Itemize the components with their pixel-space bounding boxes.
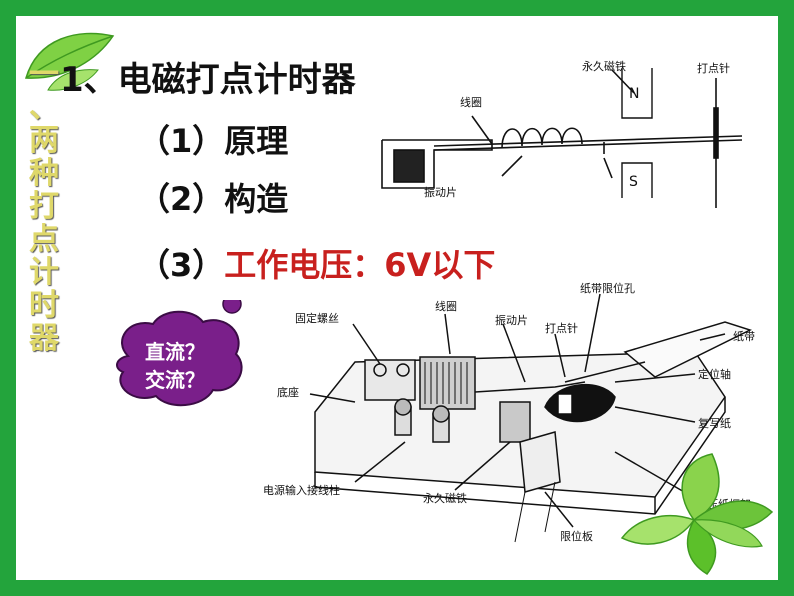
frame-top-border: [0, 0, 794, 16]
section-title-vertical: 一 、 两 种 打 点 计 时 器: [25, 58, 63, 355]
label-magnet: 永久磁铁: [582, 59, 626, 73]
frame-left-border: [0, 0, 16, 596]
leaf-decoration-bottom-icon: [620, 453, 774, 575]
item-structure: （2）构造: [138, 180, 289, 218]
item-voltage-prefix: （3）: [138, 246, 225, 284]
item-voltage-highlight: 工作电压：6V以下: [224, 246, 496, 284]
label-coil: 线圈: [435, 299, 457, 313]
coil-icon: [419, 356, 476, 410]
label-axis: 定位轴: [698, 367, 731, 381]
label-pole-n: N: [629, 86, 639, 102]
label-vibrator: 振动片: [424, 185, 457, 199]
label-tape: 纸带: [733, 330, 755, 343]
label-tape-hole: 纸带限位孔: [580, 282, 635, 295]
base-block-icon: [393, 149, 425, 183]
bubble-line-1: 直流？: [145, 340, 205, 364]
section-title-char: 点: [29, 222, 59, 257]
section-title-char: 计: [29, 255, 59, 290]
frame-bottom-border: [0, 580, 794, 596]
label-pole-s: S: [629, 174, 638, 190]
label-vibrator: 振动片: [495, 313, 528, 327]
label-screw: 固定螺丝: [295, 311, 339, 325]
item-principle: （1）原理: [138, 122, 289, 160]
heading: 1、电磁打点计时器: [60, 60, 356, 100]
label-terminals: 电源输入接线柱: [263, 483, 340, 497]
label-coil: 线圈: [460, 95, 482, 109]
bubble-line-2: 交流？: [145, 368, 205, 392]
label-carbon: 复写纸: [698, 416, 731, 430]
section-title-char: 、: [29, 90, 59, 125]
section-title-char: 两: [29, 123, 59, 158]
label-needle: 打点针: [545, 321, 578, 335]
principle-diagram: 永久磁铁 打点针 线圈 振动片 N S: [381, 59, 743, 208]
frame-right-border: [778, 0, 794, 596]
label-base: 底座: [277, 385, 299, 399]
label-limiter: 限位板: [560, 529, 593, 543]
section-title-char: 时: [29, 288, 59, 323]
label-needle: 打点针: [697, 61, 730, 75]
thought-bubble: [116, 300, 243, 407]
item-voltage: （3）工作电压：6V以下: [138, 240, 495, 286]
structure-diagram: 固定螺丝 线圈 振动片 打点针 纸带限位孔 纸带 定位轴 复写纸 底座 电源输入…: [263, 282, 755, 543]
label-magnet: 永久磁铁: [423, 491, 467, 505]
leaf-decoration-top-icon: [25, 32, 115, 91]
thought-bubble-text: 直流？ 交流？: [145, 338, 225, 394]
section-title-char: 一: [29, 57, 59, 92]
section-title-char: 打: [29, 189, 59, 224]
section-title-char: 种: [29, 156, 59, 191]
section-title-char: 器: [29, 321, 59, 356]
